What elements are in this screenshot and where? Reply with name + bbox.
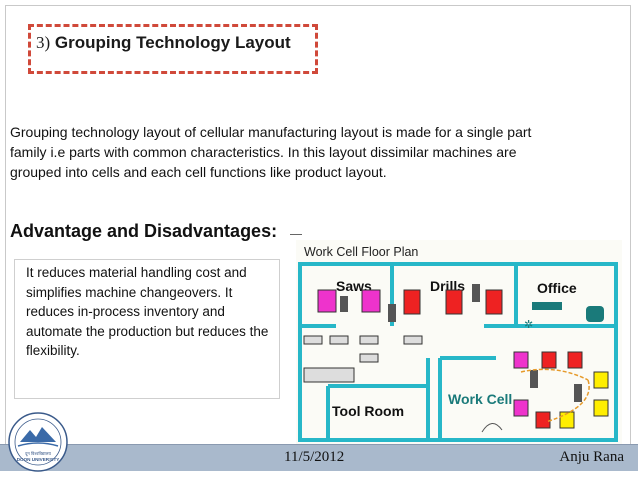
advantage-text: It reduces material handling cost and si… bbox=[26, 265, 269, 358]
title-number: 3) bbox=[36, 33, 51, 52]
office-desk bbox=[532, 302, 562, 310]
office-chair bbox=[586, 306, 604, 322]
worker-figure bbox=[388, 304, 396, 322]
slide-title: 3) Grouping Technology Layout bbox=[36, 33, 291, 53]
worker-figure bbox=[574, 384, 582, 402]
door-swing bbox=[481, 423, 503, 433]
logo-text-hindi: दून विश्वविद्यालय bbox=[25, 451, 51, 457]
workbench bbox=[303, 367, 355, 383]
cell-machine bbox=[541, 351, 557, 369]
floor-plan-background bbox=[296, 240, 622, 444]
drill-machine bbox=[403, 289, 421, 315]
worker-figure bbox=[472, 284, 480, 302]
label-tool-room: Tool Room bbox=[332, 403, 404, 419]
outer-wall bbox=[298, 262, 618, 442]
material-flow-path bbox=[520, 368, 590, 423]
advantage-box bbox=[14, 259, 280, 399]
label-work-cell: Work Cell bbox=[448, 391, 512, 407]
drill-machine bbox=[445, 289, 463, 315]
cell-machine bbox=[535, 411, 551, 429]
worker-figure bbox=[340, 296, 348, 312]
heading-connector-line bbox=[290, 234, 302, 235]
storage-rack bbox=[329, 335, 349, 345]
footer-author: Anju Rana bbox=[559, 449, 624, 465]
footer-date: 11/5/2012 bbox=[284, 449, 345, 465]
logo-text-english: DOON UNIVERSITY bbox=[17, 457, 60, 462]
cell-machine bbox=[593, 371, 609, 389]
title-box bbox=[28, 24, 318, 74]
storage-rack bbox=[403, 335, 423, 345]
storage-rack bbox=[359, 353, 379, 363]
cell-machine bbox=[513, 399, 529, 417]
floor-plan-title: Work Cell Floor Plan bbox=[304, 245, 418, 259]
cell-machine bbox=[559, 411, 575, 429]
cell-machine bbox=[593, 399, 609, 417]
floor-plan-diagram: Work Cell Floor Plan Saws Drills Office … bbox=[296, 240, 622, 444]
worker-figure bbox=[530, 370, 538, 388]
university-logo: दून विश्वविद्यालय DOON UNIVERSITY bbox=[8, 412, 68, 472]
cell-machine bbox=[513, 351, 529, 369]
cell-machine bbox=[567, 351, 583, 369]
storage-rack bbox=[359, 335, 379, 345]
drill-machine bbox=[485, 289, 503, 315]
title-text: Grouping Technology Layout bbox=[54, 33, 291, 52]
storage-rack bbox=[303, 335, 323, 345]
plant-icon: ✲ bbox=[524, 319, 533, 331]
label-office: Office bbox=[537, 280, 577, 296]
saw-machine bbox=[361, 289, 381, 313]
saw-machine bbox=[317, 289, 337, 313]
advantage-heading: Advantage and Disadvantages: bbox=[10, 221, 278, 241]
body-paragraph: Grouping technology layout of cellular m… bbox=[10, 124, 532, 180]
footer-bar bbox=[0, 444, 638, 471]
